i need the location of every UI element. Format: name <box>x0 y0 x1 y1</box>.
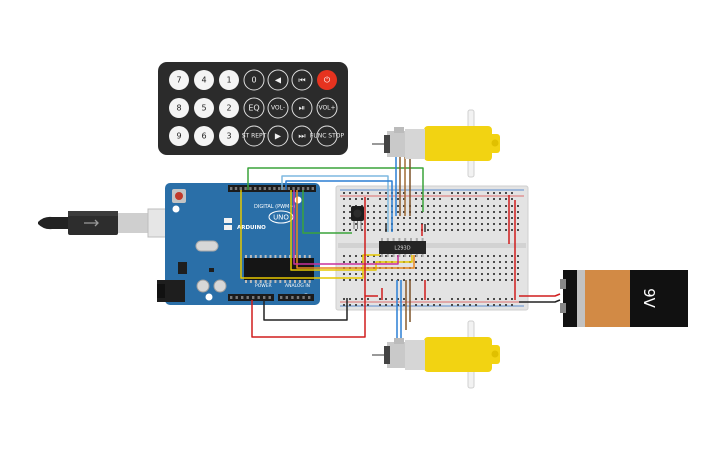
remote-button-label: ◀ <box>275 76 282 85</box>
remote-button[interactable]: 3 <box>219 126 239 146</box>
battery-label: 9V <box>640 288 658 309</box>
remote-button[interactable]: 2 <box>219 98 239 118</box>
dc-motor-bottom[interactable] <box>372 320 500 389</box>
atmega-chip <box>244 258 314 280</box>
remote-button-label: FUNC STOP <box>310 133 345 140</box>
remote-button[interactable]: 4 <box>194 70 214 90</box>
remote-button[interactable]: ◀ <box>267 69 289 91</box>
remote-button-label: ▶ <box>275 132 282 141</box>
reset-cap <box>175 192 183 200</box>
remote-button-label: VOL- <box>271 105 285 112</box>
dc-motor-top[interactable] <box>372 109 500 178</box>
remote-button[interactable]: 1 <box>219 70 239 90</box>
power-pin-header[interactable] <box>228 294 274 301</box>
digital-pin-header[interactable] <box>228 185 316 192</box>
analog-label: ANALOG IN <box>285 283 310 289</box>
remote-button[interactable]: ▶ <box>267 125 289 147</box>
l293d-driver-ic[interactable]: L293D <box>379 238 426 257</box>
arduino-uno-board[interactable]: DIGITAL (PWM~) ARDUINO UNO POWER ANALOG … <box>157 183 320 305</box>
remote-button[interactable]: VOL- <box>267 97 289 119</box>
remote-button-label: ⏭ <box>298 132 305 141</box>
remote-button-grid: 7 4 1 0 ◀ ⏮ ⏻ 8 5 2 EQ VOL- ⏯ VOL+ 9 6 3 ST REPT ▶ ⏭ FUNC ST… <box>169 69 345 147</box>
remote-button-label: 1 <box>226 76 231 85</box>
uno-logo: UNO <box>273 214 289 222</box>
remote-button[interactable]: FUNC STOP <box>310 125 345 147</box>
remote-button[interactable]: EQ <box>243 97 265 119</box>
remote-button[interactable]: ⏻ <box>317 70 337 90</box>
battery-9v[interactable]: 9V <box>560 270 688 327</box>
remote-button-label: 8 <box>176 104 181 113</box>
remote-button-label: 6 <box>201 132 206 141</box>
remote-button-label: 4 <box>201 76 206 85</box>
driver-ic-label: L293D <box>394 246 410 252</box>
ir-remote[interactable]: 7 4 1 0 ◀ ⏮ ⏻ 8 5 2 EQ VOL- ⏯ VOL+ 9 6 3 ST REPT ▶ ⏭ FUNC ST… <box>158 62 348 155</box>
digital-label: DIGITAL (PWM~) <box>254 204 296 210</box>
remote-button-label: 0 <box>251 76 256 85</box>
remote-button-label: ⏮ <box>298 76 305 85</box>
remote-button[interactable]: ⏮ <box>291 69 313 91</box>
remote-button-label: 2 <box>226 104 231 113</box>
remote-button[interactable]: 7 <box>169 70 189 90</box>
remote-button[interactable]: 0 <box>243 69 265 91</box>
remote-button[interactable]: 5 <box>194 98 214 118</box>
remote-button-label: ⏻ <box>324 76 331 85</box>
remote-button-label: 5 <box>201 104 206 113</box>
remote-button-label: EQ <box>248 104 259 113</box>
power-label: POWER <box>255 283 272 289</box>
remote-button[interactable]: VOL+ <box>316 97 338 119</box>
remote-button-label: 9 <box>176 132 181 141</box>
usb-cable <box>38 208 177 238</box>
arduino-logo-text: ARDUINO <box>237 225 266 231</box>
analog-pin-header[interactable] <box>278 294 314 301</box>
remote-button[interactable]: 8 <box>169 98 189 118</box>
remote-button-label: VOL+ <box>318 105 335 112</box>
remote-button[interactable]: ST REPT <box>242 125 267 147</box>
ir-receiver[interactable] <box>351 206 364 229</box>
wires <box>240 128 561 340</box>
remote-button[interactable]: ⏭ <box>291 125 313 147</box>
remote-button-label: ⏯ <box>299 104 305 113</box>
remote-button[interactable]: 9 <box>169 126 189 146</box>
remote-button[interactable]: 6 <box>194 126 214 146</box>
remote-button-label: 7 <box>176 76 181 85</box>
remote-button-label: 3 <box>226 132 231 141</box>
remote-button-label: ST REPT <box>242 133 267 140</box>
remote-button[interactable]: ⏯ <box>291 97 313 119</box>
